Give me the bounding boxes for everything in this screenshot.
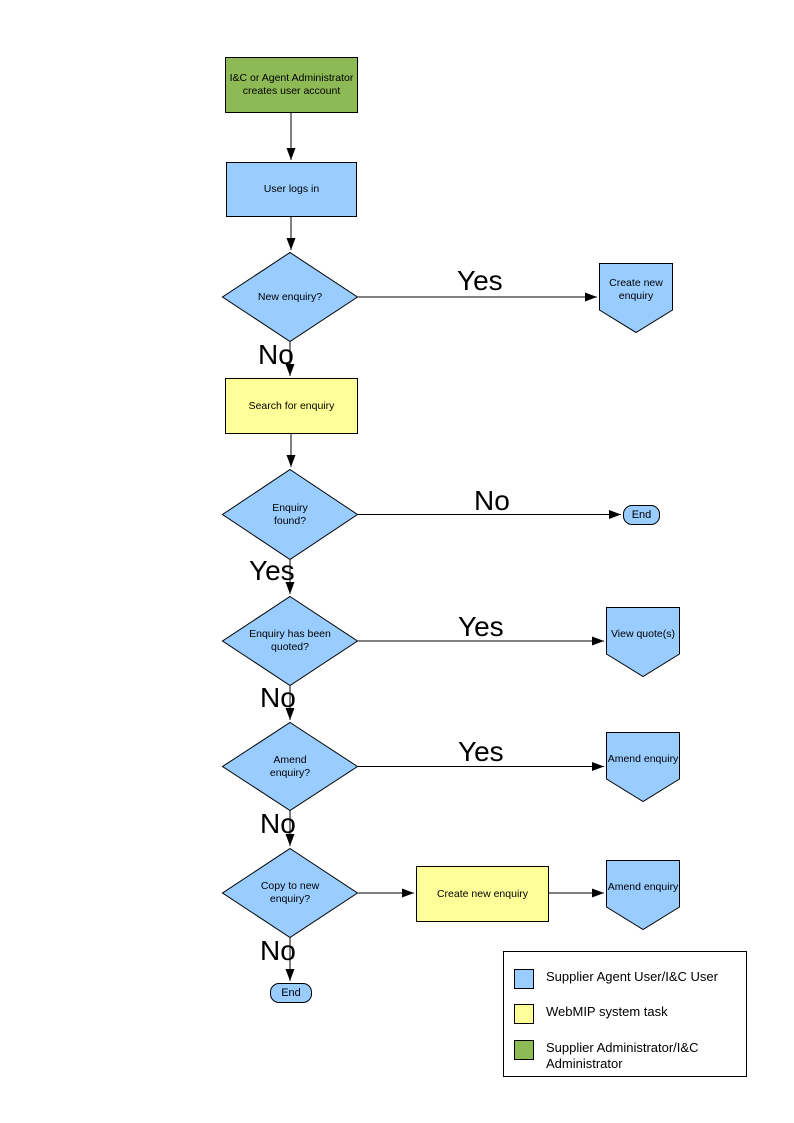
- legend-label-admin: Supplier Administrator/I&C Administrator: [546, 1040, 699, 1071]
- edge-label-amend-no: No: [260, 808, 296, 839]
- edge-label-new-enquiry-yes: Yes: [457, 265, 503, 296]
- node-create-user-account-label: I&C or Agent Administrator creates user …: [229, 72, 354, 97]
- node-enquiry-quoted-decision-label: Enquiry has been quoted?: [249, 628, 331, 653]
- node-end-terminator-2: End: [270, 983, 312, 1003]
- node-amend-enquiry-ref-2-label: Amend enquiry: [607, 880, 679, 893]
- node-enquiry-found-decision: Enquiry found?: [221, 468, 359, 561]
- node-amend-enquiry-decision-label: Amend enquiry?: [269, 753, 311, 779]
- legend-label-system: WebMIP system task: [546, 1004, 668, 1019]
- node-amend-enquiry-ref-1-label: Amend enquiry: [607, 752, 679, 765]
- edge-label-enquiry-found-no: No: [474, 485, 510, 516]
- edge-label-enquiry-found-yes: Yes: [249, 555, 295, 586]
- legend-swatch-system: [514, 1004, 534, 1024]
- node-enquiry-quoted-decision: Enquiry has been quoted?: [221, 595, 359, 687]
- edge-label-amend-yes: Yes: [458, 736, 504, 767]
- node-user-logs-in-label: User logs in: [263, 183, 320, 195]
- edge-label-copy-no: No: [260, 935, 296, 966]
- node-search-for-enquiry-label: Search for enquiry: [248, 399, 335, 412]
- edge-label-quoted-no: No: [260, 682, 296, 713]
- legend-item-supplier-agent-user: Supplier Agent User/I&C User: [514, 969, 726, 989]
- node-create-new-enquiry-ref: Create new enquiry: [599, 263, 673, 334]
- node-view-quotes-ref-label: View quote(s): [610, 627, 675, 640]
- node-create-user-account: I&C or Agent Administrator creates user …: [225, 57, 358, 113]
- node-copy-to-new-decision-label: Copy to new enquiry?: [260, 880, 320, 905]
- node-amend-enquiry-ref-2: Amend enquiry: [606, 860, 680, 931]
- legend-label-user: Supplier Agent User/I&C User: [546, 969, 718, 984]
- node-new-enquiry-decision: New enquiry?: [221, 251, 359, 343]
- edge-label-new-enquiry-no: No: [258, 339, 294, 370]
- legend-swatch-admin: [514, 1040, 534, 1060]
- node-amend-enquiry-ref-1: Amend enquiry: [606, 732, 680, 803]
- node-create-new-enquiry-task: Create new enquiry: [416, 866, 549, 922]
- node-enquiry-found-decision-label: Enquiry found?: [272, 501, 308, 527]
- node-create-new-enquiry-ref-label: Create new enquiry: [609, 277, 663, 302]
- node-user-logs-in: User logs in: [226, 162, 357, 217]
- node-end-1-label: End: [631, 509, 652, 521]
- node-search-for-enquiry: Search for enquiry: [225, 378, 358, 434]
- legend-swatch-user: [514, 969, 534, 989]
- node-create-new-enquiry-task-label: Create new enquiry: [436, 887, 529, 900]
- edge-label-quoted-yes: Yes: [458, 611, 504, 642]
- node-end-terminator-1: End: [623, 505, 660, 525]
- node-amend-enquiry-decision: Amend enquiry?: [221, 721, 359, 812]
- node-view-quotes-ref: View quote(s): [606, 607, 680, 678]
- legend-item-webmip-system-task: WebMIP system task: [514, 1004, 726, 1024]
- legend: Supplier Agent User/I&C User WebMIP syst…: [503, 951, 747, 1077]
- node-new-enquiry-decision-label: New enquiry?: [257, 290, 323, 303]
- legend-item-supplier-administrator: Supplier Administrator/I&C Administrator: [514, 1040, 726, 1072]
- node-end-2-label: End: [281, 987, 301, 999]
- node-copy-to-new-decision: Copy to new enquiry?: [221, 847, 359, 939]
